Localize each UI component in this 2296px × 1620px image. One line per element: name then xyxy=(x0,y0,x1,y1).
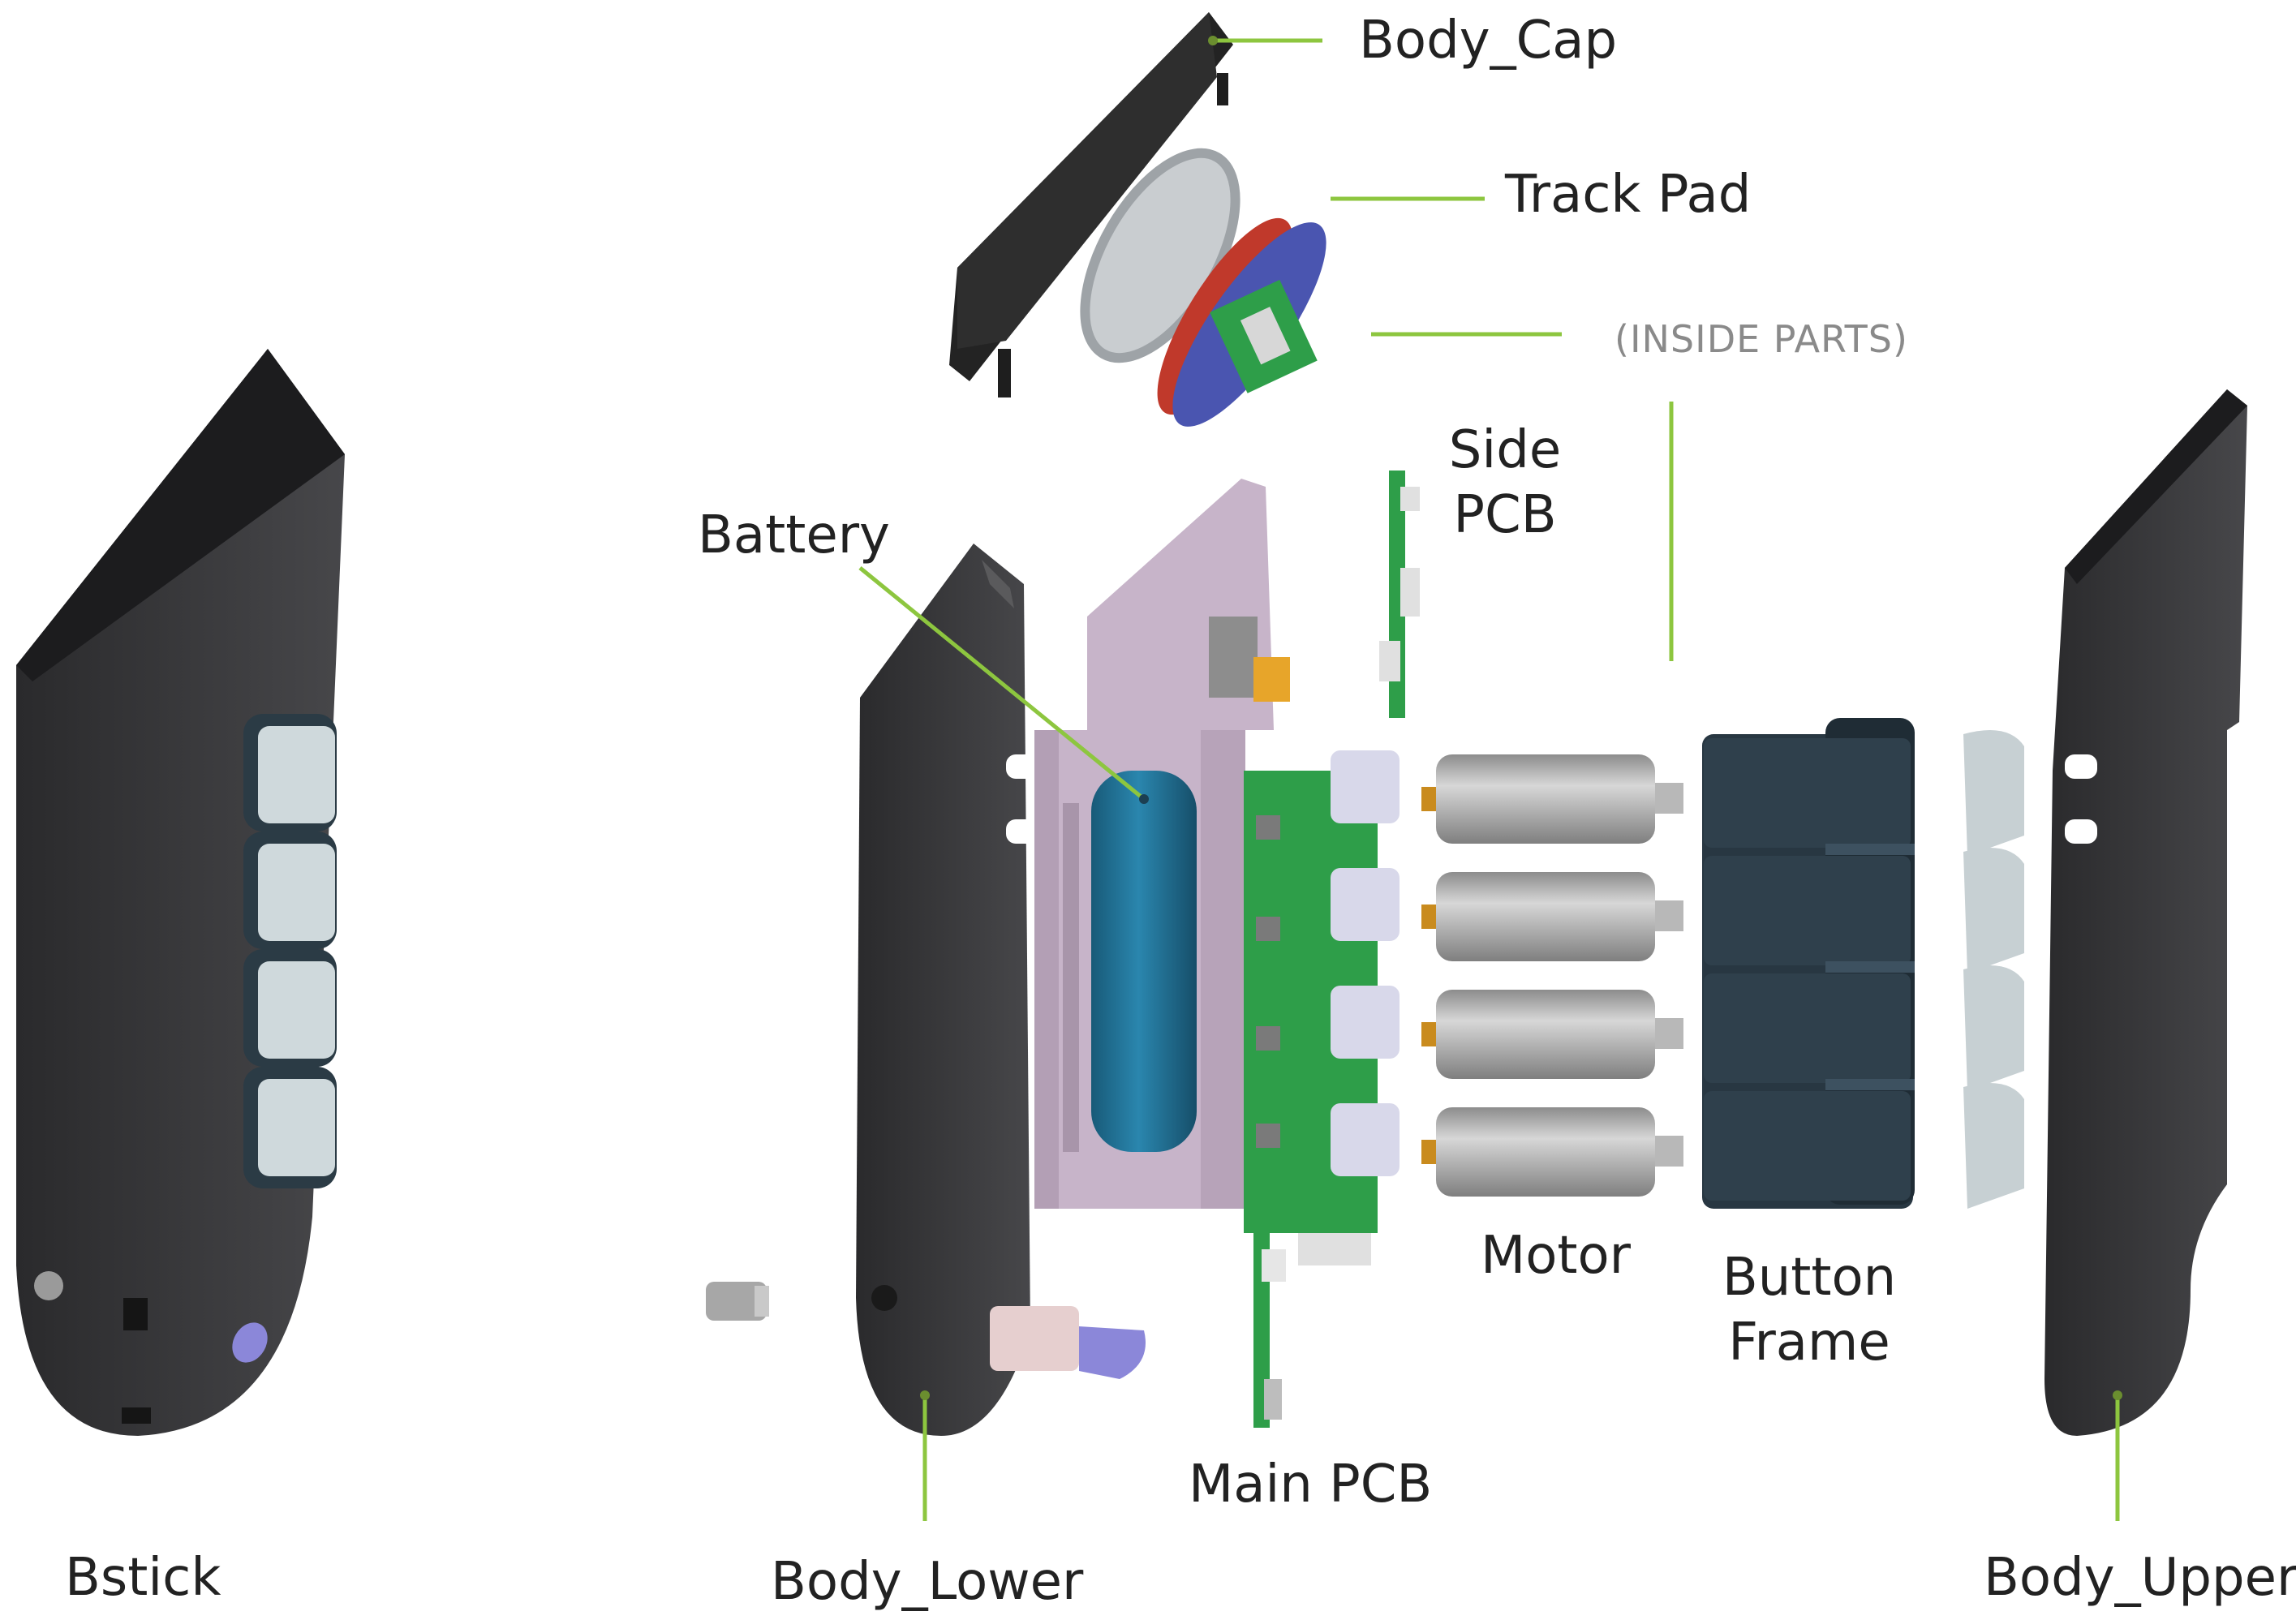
small-plug-part xyxy=(706,1282,769,1321)
label-track-pad: Track Pad xyxy=(1505,165,1752,225)
button-cap-3 xyxy=(1963,965,2024,1091)
battery xyxy=(1091,771,1197,1152)
label-button-frame-line1: Button xyxy=(1722,1248,1897,1308)
leader-battery xyxy=(858,566,1146,801)
motors xyxy=(1421,754,1683,1197)
battery-part xyxy=(1091,771,1197,1152)
bstick-buttons xyxy=(243,714,337,1188)
label-body-cap: Body_Cap xyxy=(1359,11,1618,71)
small-plug xyxy=(706,1282,767,1321)
label-button-frame: Button Frame xyxy=(1712,1245,1907,1375)
label-side-pcb-line2: PCB xyxy=(1453,485,1557,545)
inside-parts xyxy=(1157,217,1326,427)
label-battery: Battery xyxy=(698,505,890,565)
motor-1 xyxy=(1421,754,1683,844)
switch-knob-part xyxy=(990,1306,1146,1379)
label-inside-parts: (INSIDE PARTS) xyxy=(1615,317,1908,361)
body-lower xyxy=(856,544,1030,1436)
button-cap-1 xyxy=(1963,730,2024,856)
side-pcb-part xyxy=(1379,471,1420,718)
button-cap-4 xyxy=(1963,1083,2024,1209)
motor-3 xyxy=(1421,990,1683,1079)
bstick-top-facet xyxy=(16,349,345,681)
main-pcb-part xyxy=(1244,750,1400,1428)
motor-4 xyxy=(1421,1107,1683,1197)
label-body-upper: Body_Upper xyxy=(1984,1548,2296,1608)
button-cap-2 xyxy=(1963,848,2024,973)
bstick-assembled xyxy=(16,349,345,1436)
body-upper xyxy=(2044,389,2247,1436)
bstick-bottom-slot xyxy=(122,1407,151,1424)
body-lower-part xyxy=(856,544,1038,1436)
label-motor: Motor xyxy=(1481,1226,1631,1286)
body-cap-part xyxy=(949,12,1233,397)
leader-lines xyxy=(858,36,2122,1521)
bstick-port xyxy=(34,1271,63,1300)
label-side-pcb-line1: Side xyxy=(1448,420,1562,480)
button-frame-part xyxy=(1702,718,1915,1209)
label-side-pcb: Side PCB xyxy=(1436,418,1574,548)
label-main-pcb: Main PCB xyxy=(1189,1455,1433,1515)
label-body-lower: Body_Lower xyxy=(771,1552,1084,1612)
body-upper-part xyxy=(2044,389,2247,1436)
bstick-switch xyxy=(123,1298,148,1330)
switch-knob xyxy=(990,1306,1079,1371)
button-caps xyxy=(1963,730,2024,1209)
label-button-frame-line2: Frame xyxy=(1728,1313,1890,1373)
label-bstick: Bstick xyxy=(65,1548,221,1608)
motor-2 xyxy=(1421,872,1683,961)
bstick-led xyxy=(232,1322,268,1363)
